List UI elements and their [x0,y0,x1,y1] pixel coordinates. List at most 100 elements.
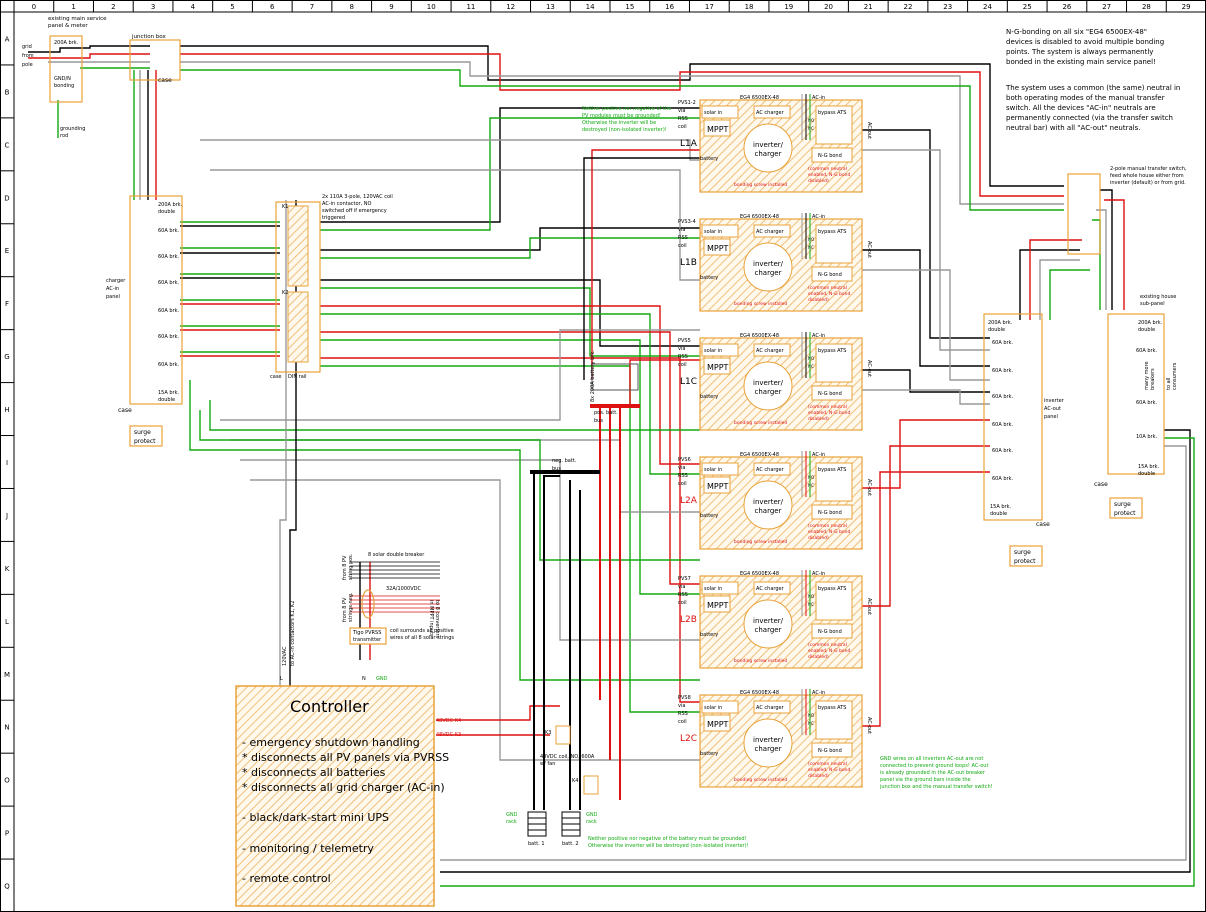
svg-text:MPPT: MPPT [707,482,729,491]
svg-text:MPPT: MPPT [707,720,729,729]
svg-text:solar in: solar in [704,229,722,235]
svg-text:coil surrounds all positive: coil surrounds all positive [390,628,454,634]
svg-text:MPPT: MPPT [707,125,729,134]
svg-text:bypass ATS: bypass ATS [818,467,846,473]
svg-text:enabled, N-G bond: enabled, N-G bond [808,410,851,416]
svg-text:PVS5: PVS5 [678,338,691,344]
svg-text:NC: NC [808,483,814,488]
svg-text:pole: pole [22,62,33,68]
svg-text:Controller: Controller [290,697,369,716]
svg-text:60A brk.: 60A brk. [158,334,179,340]
column-label: 1 [71,3,75,11]
row-label: J [5,512,8,520]
svg-text:PV modules must be grounded!: PV modules must be grounded! [582,113,661,119]
svg-text:panel via the ground bars insi: panel via the ground bars inside the [880,777,971,783]
ac-in-contactors: 2x 110A 3-pole, 120VAC coil AC-in contac… [270,194,393,380]
svg-text:L2B: L2B [680,615,697,625]
svg-text:bonding: bonding [54,83,74,89]
svg-text:60A brk.: 60A brk. [992,340,1013,346]
svg-text:N-G bond: N-G bond [818,510,842,516]
svg-text:N-G bond: N-G bond [818,629,842,635]
svg-text:200A brk.: 200A brk. [54,40,79,46]
gnd-note: GND wires on all inverters AC-out are no… [879,756,993,790]
svg-text:double: double [158,397,175,403]
svg-text:case: case [270,374,282,380]
svg-text:coil: coil [678,481,687,487]
svg-text:bonded in the existing main se: bonded in the existing main service pane… [1006,58,1156,66]
svg-text:transmitter: transmitter [353,637,382,643]
svg-text:charger: charger [755,150,782,158]
svg-text:RSS: RSS [678,473,688,479]
svg-text:solar in: solar in [704,467,722,473]
svg-text:inverter/: inverter/ [753,260,784,268]
svg-text:double: double [990,511,1007,517]
svg-text:AC-in: AC-in [812,95,825,101]
svg-text:32A/1000VDC: 32A/1000VDC [386,586,421,592]
svg-text:surge: surge [1114,501,1131,508]
svg-text:pos. batt.: pos. batt. [594,410,618,416]
svg-text:string pos.: string pos. [348,553,354,580]
svg-text:double: double [1138,471,1155,477]
svg-text:60A brk.: 60A brk. [158,254,179,260]
svg-text:PVS3-4: PVS3-4 [678,219,696,225]
row-label: N [4,724,9,732]
svg-text:devices is disabled to avoid m: devices is disabled to avoid multiple bo… [1006,38,1164,46]
svg-text:switched off if emergency: switched off if emergency [322,208,387,214]
svg-text:PVS8: PVS8 [678,695,691,701]
svg-text:inverter/: inverter/ [753,141,784,149]
svg-text:enabled, N-G bond: enabled, N-G bond [808,291,851,297]
row-label: L [5,618,9,626]
svg-text:N-G bond: N-G bond [818,391,842,397]
svg-text:2-pole manual transfer switch,: 2-pole manual transfer switch, [1110,166,1187,172]
svg-text:60A brk.: 60A brk. [992,448,1013,454]
row-label: Q [4,883,10,891]
svg-text:L2C: L2C [680,734,697,744]
svg-text:10A brk.: 10A brk. [1136,434,1157,440]
svg-text:L1B: L1B [680,258,697,268]
svg-text:N-G bond: N-G bond [818,272,842,278]
row-label: M [4,671,10,679]
inverter-ac-out-panel: inverter AC-out panel 200A brk. double 6… [983,313,1065,567]
svg-text:existing house: existing house [1140,294,1176,300]
svg-text:double: double [988,327,1005,333]
svg-text:EG4 6500EX-48: EG4 6500EX-48 [740,571,779,577]
svg-text:rack: rack [586,819,597,825]
svg-text:feed whole house either from: feed whole house either from [1110,173,1184,179]
svg-text:wires of all 8 solar strings: wires of all 8 solar strings [390,635,454,641]
svg-text:disabled): disabled) [808,654,829,660]
row-label: K [5,565,10,573]
svg-text:protect: protect [134,438,156,445]
main-service-panel: existing main service panel & meter 200A… [22,16,107,139]
svg-text:bonding screw installed: bonding screw installed [734,777,787,783]
svg-text:protect: protect [1014,558,1036,565]
svg-text:L2A: L2A [680,496,698,506]
svg-text:AC charger: AC charger [756,586,785,592]
column-label: 28 [1142,3,1151,11]
svg-text:K1: K1 [282,204,288,210]
svg-text:NC: NC [808,721,814,726]
svg-text:existing main service: existing main service [48,16,107,22]
row-label: C [5,141,10,149]
svg-text:NO: NO [808,475,814,480]
svg-text:case: case [118,407,132,414]
svg-text:- monitoring / telemetry: - monitoring / telemetry [242,842,374,855]
svg-text:battery: battery [700,632,718,638]
svg-text:junction box: junction box [131,34,166,40]
svg-text:EG4 6500EX-48: EG4 6500EX-48 [740,333,779,339]
svg-text:AC-in: AC-in [812,333,825,339]
svg-text:NO: NO [808,356,814,361]
svg-text:inverter: inverter [1044,398,1065,404]
svg-text:60A brk.: 60A brk. [158,228,179,234]
svg-text:Neither positive nor negative: Neither positive nor negative of the bat… [588,836,747,842]
svg-text:solar in: solar in [704,110,722,116]
column-label: 0 [32,3,36,11]
row-label: H [4,406,9,414]
svg-text:60A brk.: 60A brk. [158,362,179,368]
svg-text:AC-out: AC-out [866,122,872,139]
svg-text:* disconnects all batteries: * disconnects all batteries [242,766,386,779]
svg-text:case: case [1036,521,1050,528]
